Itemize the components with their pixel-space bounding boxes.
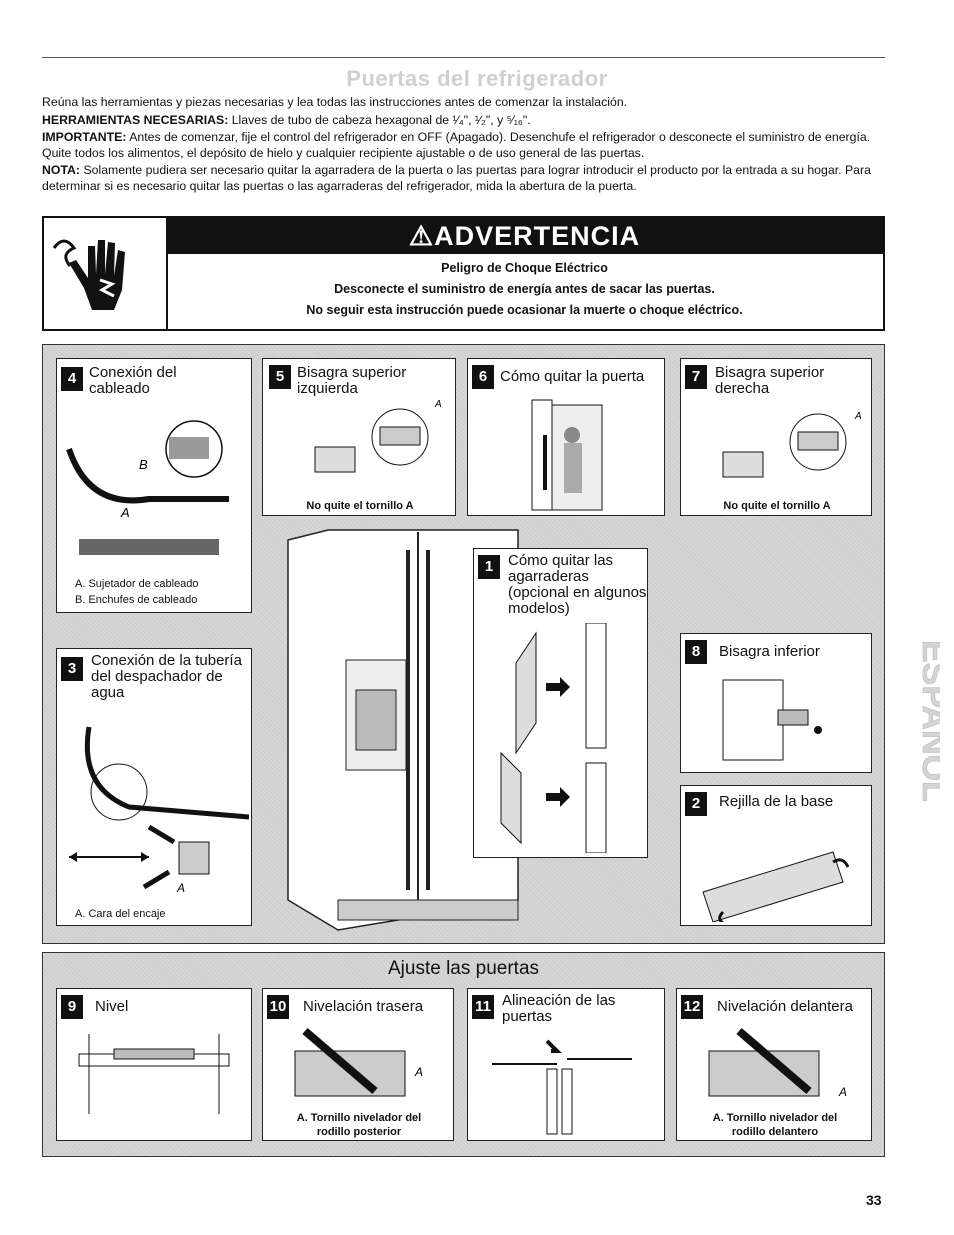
step-number: 1 — [478, 555, 500, 579]
bottom-hinge-illustration — [722, 679, 822, 761]
caption-line-1: A. Tornillo nivelador del — [296, 1112, 422, 1124]
label-a: A — [854, 411, 862, 422]
step-6-remove-door: 6 Cómo quitar la puerta — [467, 358, 665, 516]
label-b-top: B — [139, 457, 148, 472]
step-number: 6 — [472, 365, 494, 389]
step-title: Bisagra superior izquierda — [297, 364, 407, 397]
step-12-front-leveling: 12 Nivelación delantera A A. Tornillo ni… — [676, 988, 872, 1141]
step-7-right-top-hinge: 7 Bisagra superior derecha A No quite el… — [680, 358, 872, 516]
note-text: Solamente pudiera ser necesario quitar l… — [42, 163, 871, 193]
step-8-bottom-hinge: 8 Bisagra inferior — [680, 633, 872, 773]
caption-line-2: rodillo posterior — [316, 1126, 402, 1138]
label-a: A — [414, 1065, 423, 1079]
side-tab-text: ESPAÑOL — [915, 640, 940, 802]
label-a: A — [120, 505, 130, 520]
step-number: 10 — [267, 995, 289, 1019]
warning-text: Peligro de Choque Eléctrico Desconecte e… — [166, 258, 883, 321]
warning-line-1: Peligro de Choque Eléctrico — [441, 261, 608, 275]
step-title: Alineación de las puertas — [502, 992, 616, 1025]
step-title: Nivelación trasera — [303, 998, 424, 1015]
step-caption: A. Cara del encaje — [75, 908, 166, 920]
warning-heading: ⚠ADVERTENCIA — [166, 218, 883, 254]
step-5-left-top-hinge: 5 Bisagra superior izquierda A No quite … — [262, 358, 456, 516]
water-line-illustration: A — [69, 726, 249, 895]
step-number: 2 — [685, 792, 707, 816]
step-1-remove-handles: 1 Cómo quitar las agarraderas (opcional … — [473, 548, 648, 858]
rear-leveling-illustration: A — [294, 1027, 423, 1097]
step-number: 4 — [61, 367, 83, 391]
step-9-level: 9 Nivel — [56, 988, 252, 1141]
adjust-heading: Ajuste las puertas — [387, 958, 540, 979]
level-illustration — [78, 1034, 230, 1114]
note-label: NOTA: — [42, 163, 81, 178]
tools-paragraph: HERRAMIENTAS NECESARIAS: Llaves de tubo … — [42, 113, 887, 129]
hinge-illustration: A — [722, 411, 862, 478]
refrigerator-illustration — [287, 529, 519, 931]
step-title: Bisagra superior derecha — [715, 364, 825, 397]
label-a: A — [176, 881, 185, 895]
page-number: 33 — [866, 1192, 882, 1208]
wiring-illustration: B A — [66, 420, 229, 555]
intro-paragraph: Reúna las herramientas y piezas necesari… — [42, 95, 628, 109]
step-title: Cómo quitar las agarraderas (opcional en… — [508, 552, 647, 617]
tools-label: HERRAMIENTAS NECESARIAS: — [42, 112, 229, 127]
step-number: 8 — [685, 640, 707, 664]
important-text: Antes de comenzar, fije el control del r… — [42, 130, 871, 160]
step-11-door-alignment: 11 Alineación de las puertas — [467, 988, 665, 1141]
step-number: 5 — [269, 365, 291, 389]
step-title: Cómo quitar la puerta — [500, 368, 645, 385]
warning-icon-box — [44, 218, 168, 329]
handle-removal-illustration — [500, 623, 607, 853]
important-label: IMPORTANTE: — [42, 130, 127, 145]
step-number: 9 — [61, 995, 83, 1019]
door-alignment-illustration — [492, 1039, 632, 1135]
step-number: 3 — [61, 657, 83, 681]
step-4-wiring: 4 Conexión del cableado B A A. Sujetador… — [56, 358, 252, 613]
step-title: Rejilla de la base — [719, 793, 834, 810]
language-side-tab: ESPAÑOL — [915, 640, 940, 802]
step-title: Nivelación delantera — [717, 998, 853, 1015]
step-3-water-line: 3 Conexión de la tubería del despachador… — [56, 648, 252, 926]
electric-shock-hand-icon — [52, 239, 125, 310]
door-removal-illustration — [531, 399, 603, 511]
step-title: Conexión de la tubería del despachador d… — [91, 652, 242, 701]
note-paragraph: NOTA: Solamente pudiera ser necesario qu… — [42, 163, 887, 194]
label-a: A — [434, 399, 442, 410]
caption-b: B. Enchufes de cableado — [75, 594, 198, 606]
caption-a: A. Sujetador de cableado — [75, 578, 199, 590]
tools-text: Llaves de tubo de cabeza hexagonal de ¹⁄… — [228, 112, 531, 127]
step-caption: No quite el tornillo A — [723, 500, 831, 512]
step-10-rear-leveling: 10 Nivelación trasera A A. Tornillo nive… — [262, 988, 454, 1141]
caption-line-1: A. Tornillo nivelador del — [712, 1112, 838, 1124]
step-number: 12 — [681, 995, 703, 1019]
step-2-base-grille: 2 Rejilla de la base — [680, 785, 872, 926]
label-a: A — [838, 1085, 847, 1099]
step-number: 7 — [685, 365, 707, 389]
step-title: Conexión del cableado — [89, 364, 177, 397]
hinge-illustration: A — [314, 399, 442, 473]
warning-line-2: Desconecte el suministro de energía ante… — [334, 282, 715, 296]
page-title: Puertas del refrigerador — [346, 66, 608, 91]
important-paragraph: IMPORTANTE: Antes de comenzar, fije el c… — [42, 130, 887, 161]
warning-line-3: No seguir esta instrucción puede ocasion… — [306, 303, 743, 317]
warning-box: ⚠ADVERTENCIA Peligro de Choque Eléctrico… — [42, 216, 885, 331]
base-grille-illustration — [702, 851, 850, 922]
top-rule — [42, 57, 885, 58]
step-caption: No quite el tornillo A — [306, 500, 414, 512]
step-title: Nivel — [95, 998, 129, 1015]
front-leveling-illustration: A — [708, 1027, 847, 1099]
caption-line-2: rodillo delantero — [731, 1126, 819, 1138]
step-number: 11 — [472, 995, 494, 1019]
intro-text: Reúna las herramientas y piezas necesari… — [42, 95, 887, 197]
step-title: Bisagra inferior — [719, 643, 820, 660]
